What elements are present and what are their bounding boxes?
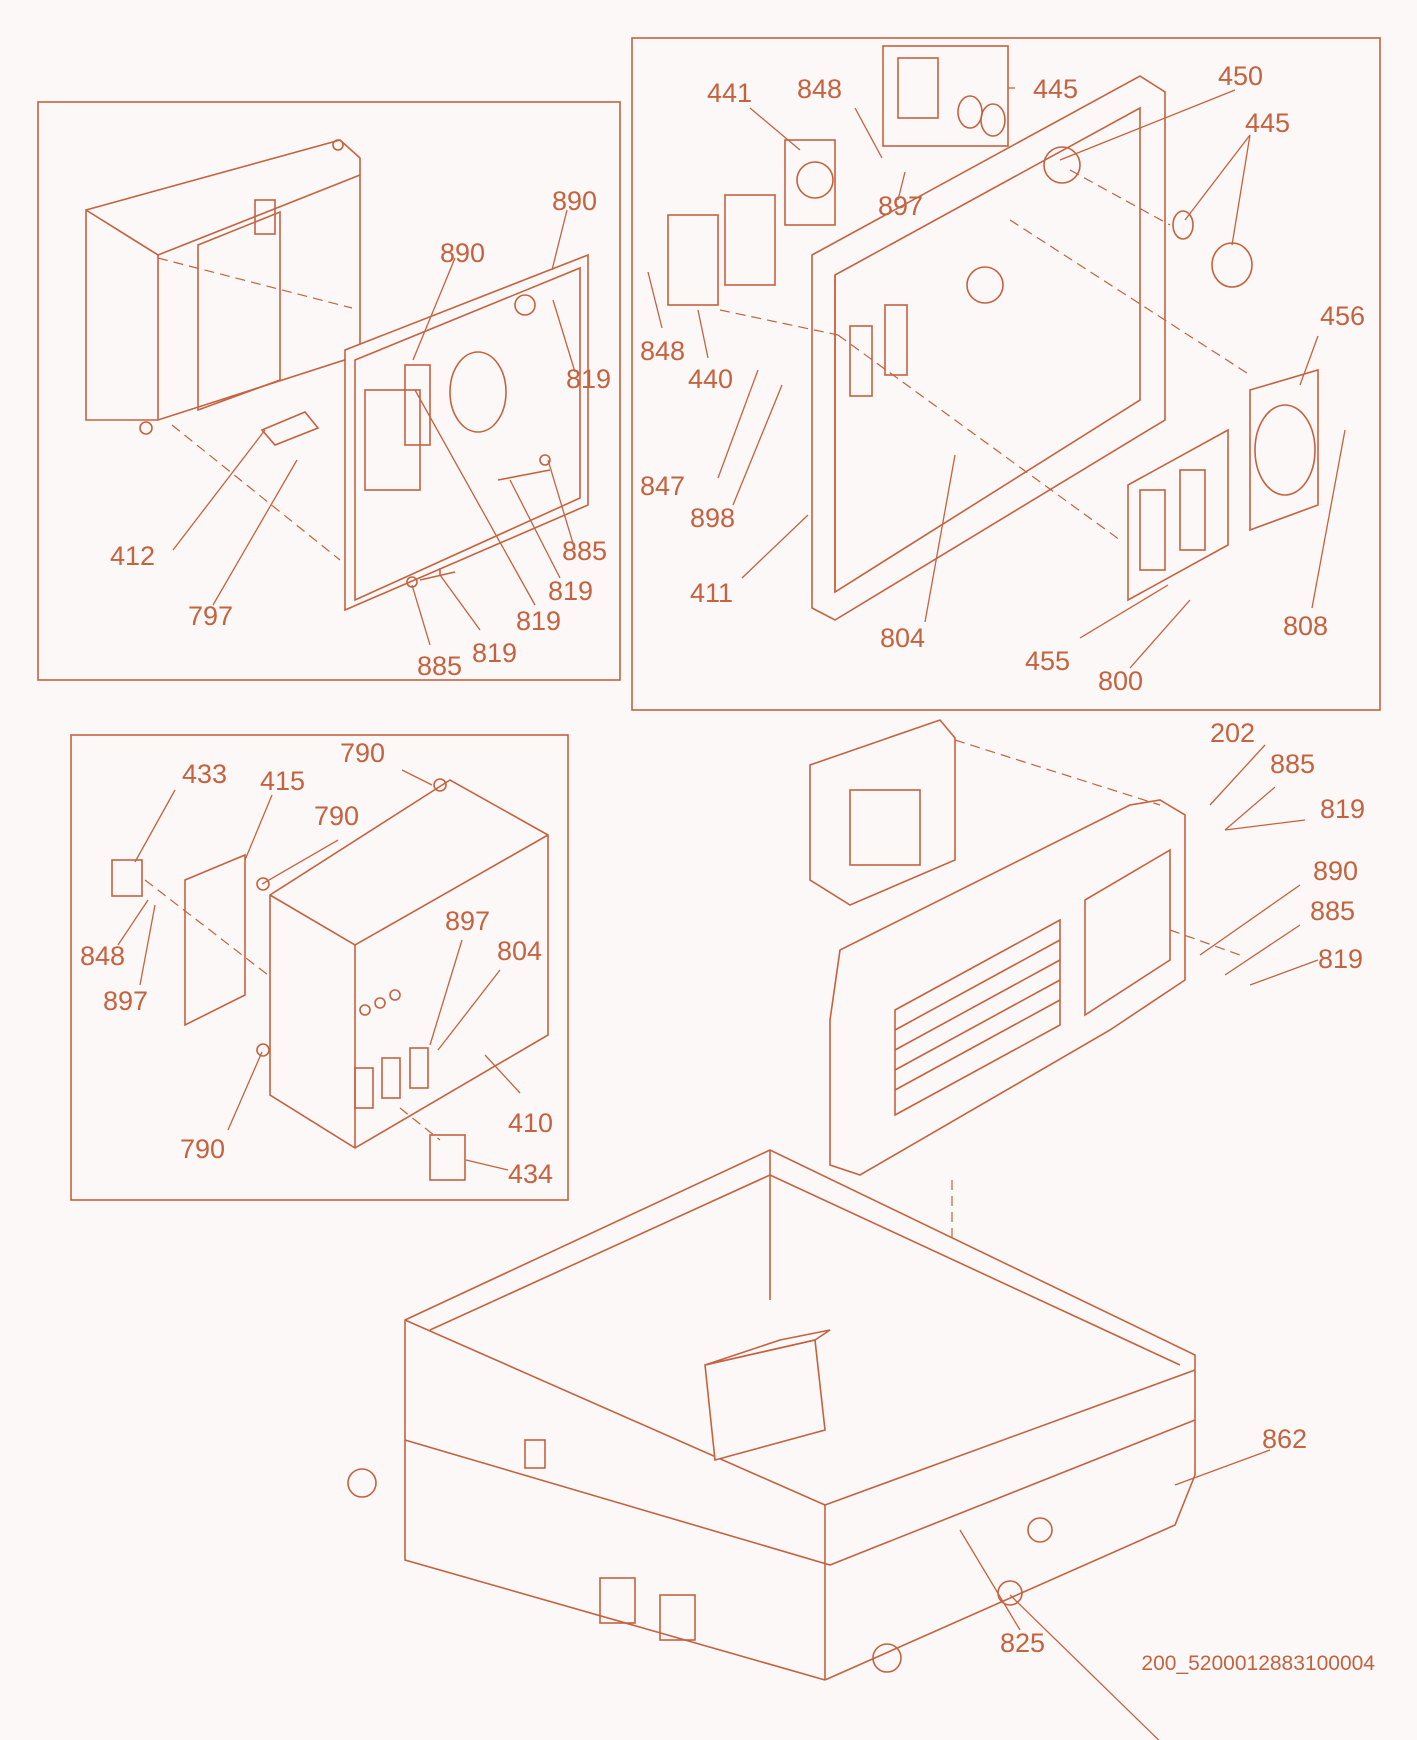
callout-412: 412: [110, 541, 155, 571]
callout-890-b: 890: [552, 186, 597, 216]
callout-847: 847: [640, 471, 685, 501]
callout-790-c: 790: [180, 1134, 225, 1164]
callout-441: 441: [707, 78, 752, 108]
callout-885-b: 885: [417, 651, 462, 681]
callout-819-e: 819: [1320, 794, 1365, 824]
callout-897-c: 897: [445, 906, 490, 936]
callout-800: 800: [1098, 666, 1143, 696]
callout-897-a: 897: [878, 191, 923, 221]
callout-440: 440: [688, 364, 733, 394]
callout-819-f: 819: [1318, 944, 1363, 974]
callout-415: 415: [260, 766, 305, 796]
callout-410: 410: [508, 1108, 553, 1138]
callout-450: 450: [1218, 61, 1263, 91]
callout-797: 797: [188, 601, 233, 631]
callout-455: 455: [1025, 646, 1070, 676]
callout-434: 434: [508, 1159, 553, 1189]
panel-control-box-exploded: 890 890 819 819 885 819 885 819 412 797: [37, 101, 621, 681]
callout-819-b: 819: [548, 576, 593, 606]
callout-819-c: 819: [516, 606, 561, 636]
callout-456: 456: [1320, 301, 1365, 331]
callout-848-a: 848: [797, 74, 842, 104]
callout-202: 202: [1210, 718, 1255, 748]
callout-848-b: 848: [640, 336, 685, 366]
panel-receptacle-plate-exploded: 441 848 445 450 445 897 848 440 847 898 …: [631, 37, 1381, 711]
main-frame-assembly: 202 885 819 890 885 819 862 825: [347, 718, 1365, 1740]
callout-862: 862: [1262, 1424, 1307, 1454]
callout-897-b: 897: [103, 986, 148, 1016]
callout-890-c: 890: [1313, 856, 1358, 886]
callout-825: 825: [1000, 1628, 1045, 1658]
callout-804-a: 804: [880, 623, 925, 653]
callout-433: 433: [182, 759, 227, 789]
callout-808: 808: [1283, 611, 1328, 641]
cover-vent-grille: [894, 918, 1061, 1117]
callout-848-c: 848: [80, 941, 125, 971]
callout-790-a: 790: [340, 738, 385, 768]
callout-411: 411: [690, 578, 733, 608]
drawing-code: 200_5200012883100004: [1141, 1652, 1375, 1675]
callout-790-b: 790: [314, 801, 359, 831]
callout-885-a: 885: [562, 536, 607, 566]
callout-819-a: 819: [566, 364, 611, 394]
callout-890-a: 890: [440, 238, 485, 268]
panel-switch-box-exploded: 433 415 790 790 848 897 897 804 410 790 …: [70, 734, 569, 1201]
callout-445-a: 445: [1033, 74, 1078, 104]
callout-445-b: 445: [1245, 108, 1290, 138]
callout-885-c: 885: [1270, 749, 1315, 779]
callout-898: 898: [690, 503, 735, 533]
callout-804-b: 804: [497, 936, 542, 966]
callout-885-d: 885: [1310, 896, 1355, 926]
callout-819-d: 819: [472, 638, 517, 668]
